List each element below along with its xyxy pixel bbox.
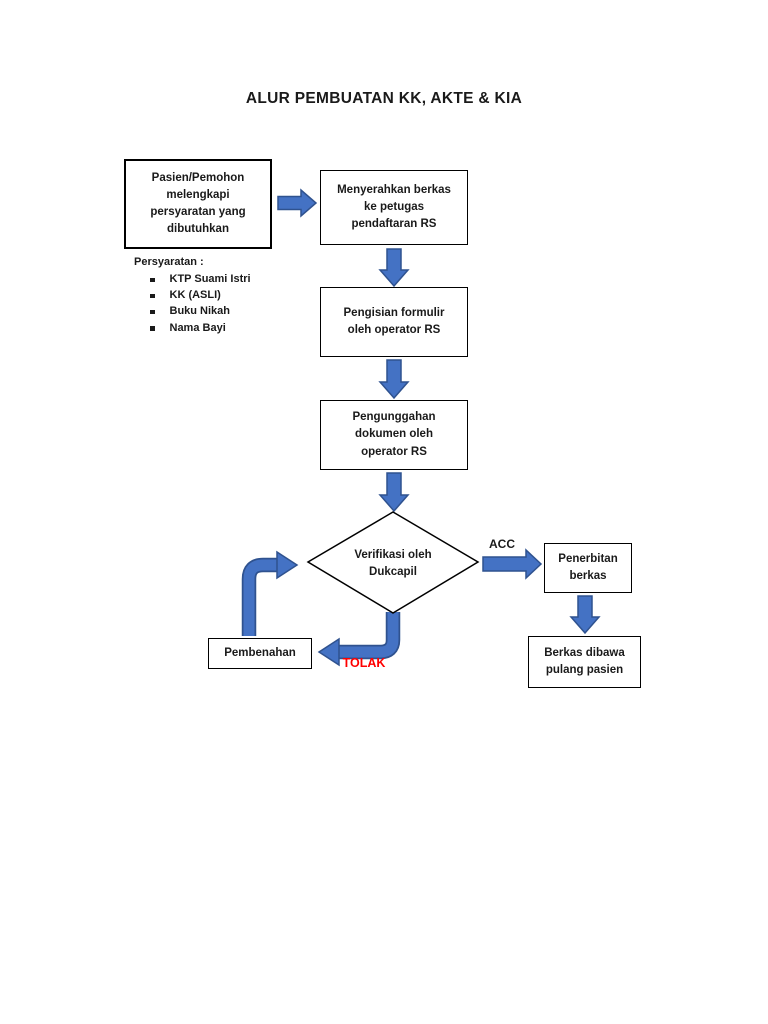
list-item: Buku Nikah xyxy=(134,305,314,321)
feedback-arrow-icon xyxy=(243,559,279,636)
list-item: KTP Suami Istri xyxy=(134,273,314,289)
arrow-down-icon xyxy=(378,472,410,513)
node-fill-form: Pengisian formulir oleh operator RS xyxy=(320,287,468,357)
arrow-right-icon xyxy=(277,188,318,218)
list-item: Nama Bayi xyxy=(134,322,314,338)
arrow-down-icon xyxy=(569,595,601,635)
feedback-arrowhead-icon xyxy=(276,550,299,580)
bullet-square-icon xyxy=(150,277,155,282)
bullet-square-icon xyxy=(150,326,155,331)
page-title: ALUR PEMBUATAN KK, AKTE & KIA xyxy=(245,90,523,107)
edge-label-tolak: TOLAK xyxy=(342,656,386,670)
reject-arrowhead-icon xyxy=(317,637,340,667)
accept-arrow-icon xyxy=(482,548,543,580)
requirement-text: Buku Nikah xyxy=(169,305,231,318)
node-upload-documents: Pengunggahan dokumen oleh operator RS xyxy=(320,400,468,470)
requirements-heading: Persyaratan : xyxy=(134,256,204,268)
decision-diamond-shape xyxy=(306,511,480,614)
node-take-home: Berkas dibawa pulang pasien xyxy=(528,636,641,688)
bullet-square-icon xyxy=(150,309,155,315)
arrow-down-icon xyxy=(378,359,410,400)
node-verification: Verifikasi oleh Dukcapil xyxy=(354,548,432,578)
node-start: Pasien/Pemohon melengkapi persyaratan ya… xyxy=(124,159,272,249)
list-item: KK (ASLI) xyxy=(134,289,314,305)
requirement-text: KTP Suami Istri xyxy=(169,273,251,285)
requirement-text: Nama Bayi xyxy=(169,321,226,334)
requirements-list: Persyaratan : KTP Suami Istri KK (ASLI) … xyxy=(134,256,314,338)
reject-arrow-icon xyxy=(337,612,399,658)
node-submit-files: Menyerahkan berkas ke petugas pendaftara… xyxy=(320,170,468,245)
bullet-square-icon xyxy=(150,293,155,299)
edge-label-acc: ACC xyxy=(489,537,515,551)
arrow-down-icon xyxy=(378,248,410,288)
requirement-text: KK (ASLI) xyxy=(169,289,221,302)
node-fix: Pembenahan xyxy=(208,638,312,669)
node-publish-files: Penerbitan berkas xyxy=(544,543,632,593)
